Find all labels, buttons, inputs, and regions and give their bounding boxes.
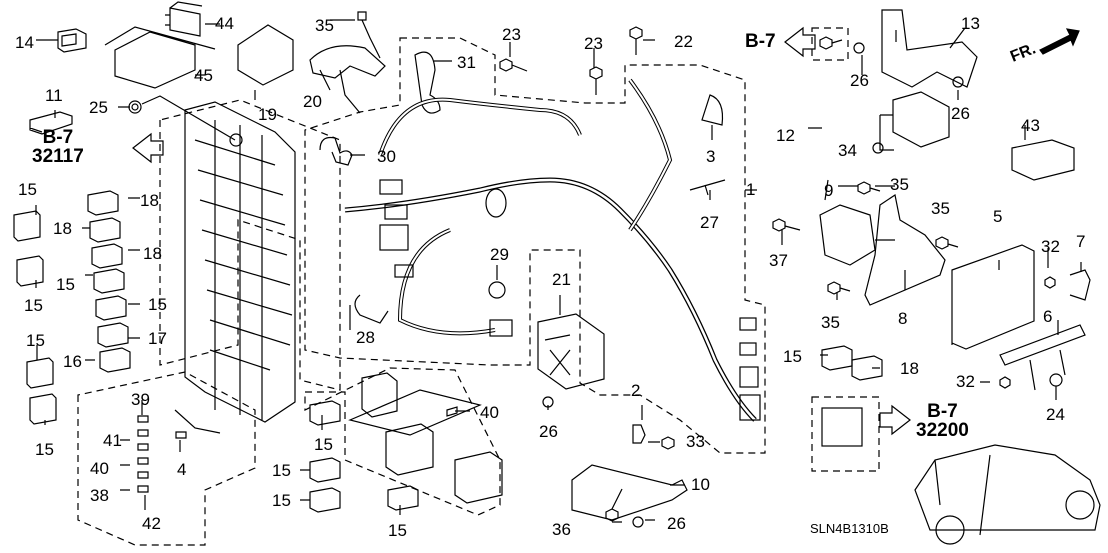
fuse-kit-outline: [77, 371, 256, 546]
callout-28: 28: [356, 328, 375, 347]
callout-7: 7: [1076, 232, 1086, 251]
callout-26: 26: [539, 422, 558, 441]
callout-33: 33: [686, 432, 705, 451]
callout-29: 29: [490, 245, 509, 264]
callout-32: 32: [956, 372, 975, 391]
callout-22: 22: [674, 32, 693, 51]
harness-outline: [304, 37, 766, 454]
callout-19: 19: [258, 105, 277, 124]
callout-31: 31: [457, 53, 476, 72]
ref-label: B-7: [745, 31, 776, 52]
callout-13: 13: [961, 14, 980, 33]
callout-35: 35: [931, 199, 950, 218]
reference-arrows: [132, 26, 1080, 436]
callout-15: 15: [783, 347, 802, 366]
callout-41: 41: [103, 431, 122, 450]
callout-15: 15: [314, 435, 333, 454]
callout-18: 18: [53, 219, 72, 238]
callout-24: 24: [1046, 405, 1065, 424]
fuse-box-outline: [159, 99, 341, 391]
callout-34: 34: [838, 141, 857, 160]
callout-26: 26: [667, 514, 686, 533]
ref-part: 32200: [916, 420, 969, 441]
callout-2: 2: [631, 381, 641, 400]
diagram-code: SLN4B1310B: [810, 521, 889, 536]
callout-9: 9: [824, 181, 834, 200]
callout-23: 23: [584, 34, 603, 53]
callout-36: 36: [552, 520, 571, 539]
callout-40: 40: [480, 403, 499, 422]
ref-label: B-7: [927, 401, 958, 422]
callout-15: 15: [272, 461, 291, 480]
callout-21: 21: [552, 270, 571, 289]
callout-18: 18: [140, 191, 159, 210]
ref-b7-top: B-7: [745, 32, 776, 51]
callout-32: 32: [1041, 237, 1060, 256]
ref-b7-32117: B-7 32117: [32, 128, 84, 166]
ref-part: 32117: [32, 146, 84, 167]
callout-8: 8: [898, 309, 908, 328]
callout-10: 10: [691, 475, 710, 494]
callout-15: 15: [35, 440, 54, 459]
callout-45: 45: [194, 66, 213, 85]
callout-15: 15: [272, 491, 291, 510]
arrow-left-b7-top: [784, 26, 816, 58]
callout-26: 26: [951, 104, 970, 123]
callout-38: 38: [90, 486, 109, 505]
callout-23: 23: [502, 25, 521, 44]
callout-35: 35: [890, 175, 909, 194]
ref-label: B-7: [42, 127, 74, 148]
leader-lines: [35, 19, 1082, 523]
arrow-right-b7-32200: [879, 404, 911, 436]
callout-18: 18: [143, 244, 162, 263]
fr-arrow: [1039, 28, 1080, 55]
callout-4: 4: [177, 460, 187, 479]
callout-14: 14: [15, 33, 34, 52]
callout-15: 15: [18, 180, 37, 199]
callout-15: 15: [26, 331, 45, 350]
callout-37: 37: [769, 251, 788, 270]
callout-26: 26: [850, 71, 869, 90]
relay-box-outline: [304, 367, 501, 516]
arrow-left-b7-32117: [132, 132, 164, 164]
callout-16: 16: [63, 352, 82, 371]
callout-11: 11: [45, 86, 63, 105]
callout-3: 3: [706, 147, 716, 166]
relay-connector-outline: [811, 396, 880, 472]
relay-box-connectors: [348, 372, 503, 504]
callout-17: 17: [148, 329, 167, 348]
callout-20: 20: [303, 92, 322, 111]
callout-15: 15: [388, 521, 407, 540]
callout-43: 43: [1021, 116, 1040, 135]
callout-15: 15: [56, 275, 75, 294]
callout-1: 1: [746, 180, 756, 199]
callout-30: 30: [377, 147, 396, 166]
callout-44: 44: [215, 14, 234, 33]
callout-35: 35: [821, 313, 840, 332]
ref-b7-32200: B-7 32200: [916, 402, 969, 440]
callout-25: 25: [89, 98, 108, 117]
bolt-outline: [811, 27, 849, 61]
callout-5: 5: [993, 207, 1003, 226]
relays: [13, 190, 883, 513]
callout-42: 42: [142, 514, 161, 533]
callout-18: 18: [900, 359, 919, 378]
callout-35: 35: [315, 16, 334, 35]
callout-15: 15: [148, 295, 167, 314]
group-outlines: [77, 27, 880, 546]
callout-39: 39: [131, 390, 150, 409]
callout-27: 27: [700, 213, 719, 232]
callout-15: 15: [24, 296, 43, 315]
callout-40: 40: [90, 459, 109, 478]
callout-12: 12: [776, 126, 795, 145]
callout-6: 6: [1043, 307, 1053, 326]
